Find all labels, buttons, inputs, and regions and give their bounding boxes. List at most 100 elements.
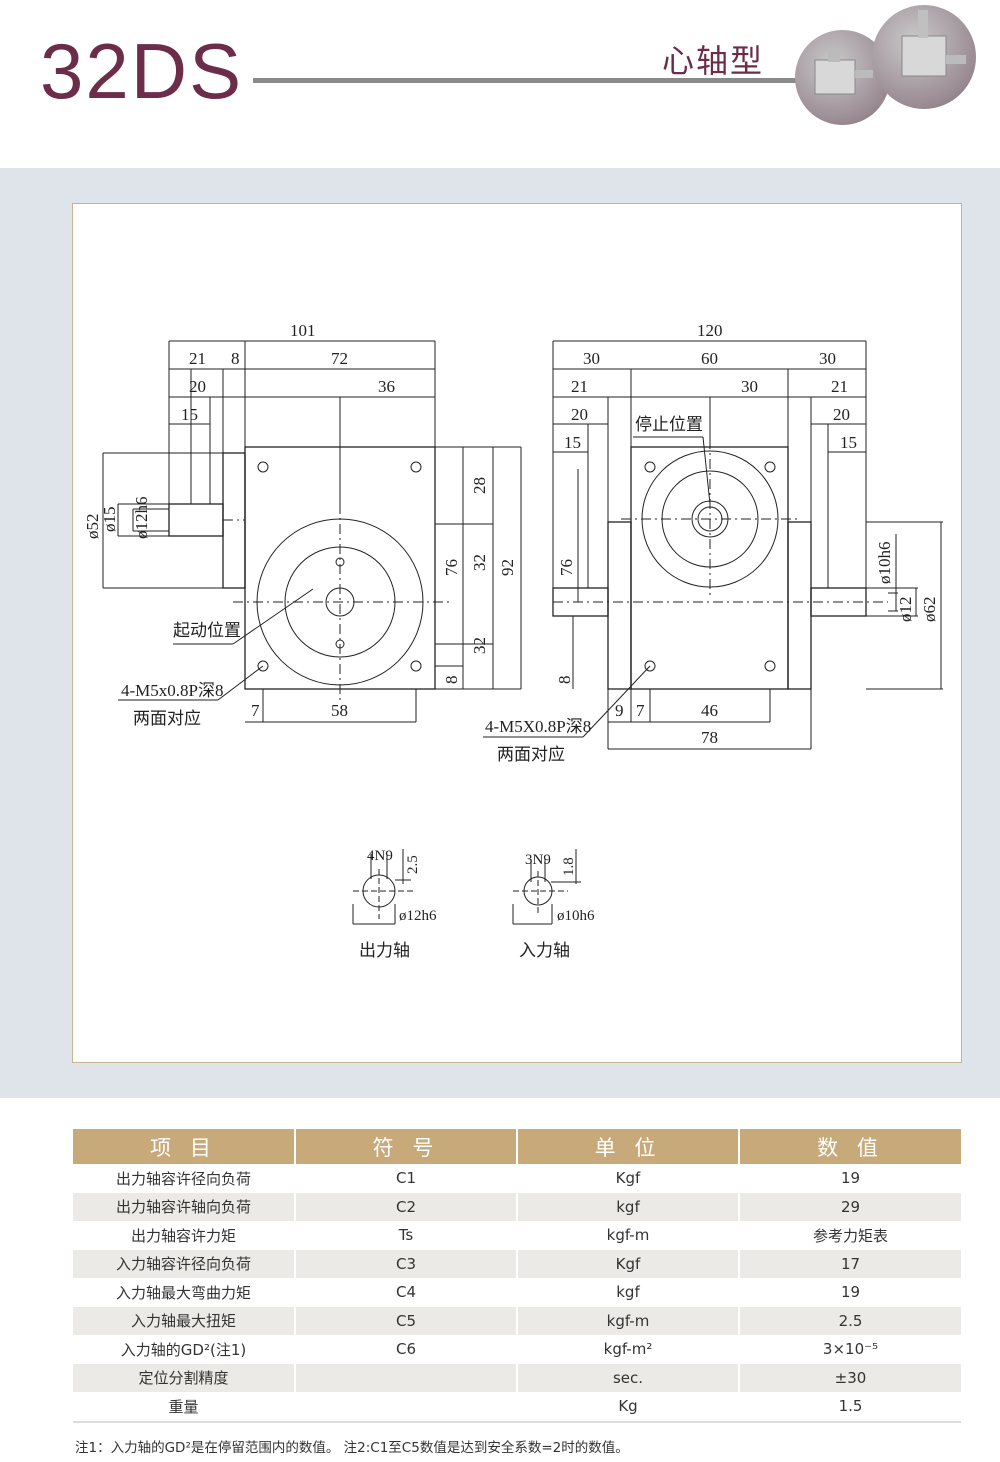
dim-36: 36 — [378, 377, 395, 396]
dim-30b: 30 — [819, 349, 836, 368]
cell-unit: Kgf — [516, 1164, 739, 1193]
dim-60: 60 — [701, 349, 718, 368]
dim-15a: 15 — [564, 433, 581, 452]
footnote: 注1：入力轴的GD²是在停留范围内的数值。 注2:C1至C5数值是达到安全系数=… — [75, 1440, 629, 1456]
cell-item: 入力轴容许径向负荷 — [73, 1249, 295, 1278]
dim-dia10h6: ø10h6 — [875, 542, 894, 585]
dim-21b: 21 — [831, 377, 848, 396]
cell-symbol: C3 — [294, 1249, 517, 1278]
cell-symbol — [294, 1363, 517, 1392]
dim-20a: 20 — [571, 405, 588, 424]
table-row: 出力轴容许径向负荷 C1 Kgf 19 — [73, 1164, 961, 1193]
cell-unit: sec. — [516, 1363, 739, 1392]
dim-21a: 21 — [571, 377, 588, 396]
table-row: 重量 Kg 1.5 — [73, 1392, 961, 1423]
cell-value: 19 — [738, 1164, 961, 1193]
cell-item: 入力轴最大扭矩 — [73, 1306, 295, 1335]
dim-32a: 32 — [470, 554, 489, 571]
table-row: 入力轴最大扭矩 C5 kgf-m 2.5 — [73, 1306, 961, 1335]
spec-table: 项 目 符 号 单 位 数 值 出力轴容许径向负荷 C1 Kgf 19 出力轴容… — [73, 1129, 961, 1423]
cell-value: 2.5 — [738, 1306, 961, 1335]
table-header-row: 项 目 符 号 单 位 数 值 — [73, 1129, 961, 1164]
dim-15b: 15 — [840, 433, 857, 452]
cell-item: 入力轴的GD²(注1) — [73, 1335, 295, 1364]
header-value: 数 值 — [738, 1129, 961, 1164]
dim-8: 8 — [231, 349, 240, 368]
dim-dia15: ø15 — [100, 507, 119, 533]
dim-dia12: ø12 — [896, 597, 915, 623]
start-position-label: 起动位置 — [173, 621, 241, 641]
dim-dia52: ø52 — [83, 514, 102, 540]
dim-76: 76 — [442, 559, 461, 576]
cell-unit: kgf-m — [516, 1306, 739, 1335]
cell-unit: Kgf — [516, 1249, 739, 1278]
header: 32DS 心轴型 — [0, 0, 1000, 168]
input-key-depth: 1.8 — [561, 857, 577, 876]
table-row: 定位分割精度 sec. ±30 — [73, 1363, 961, 1392]
table-row: 入力轴容许径向负荷 C3 Kgf 17 — [73, 1249, 961, 1278]
cell-symbol: C1 — [294, 1164, 517, 1193]
dim-8r: 8 — [555, 676, 574, 685]
output-key-label: 4N9 — [367, 848, 393, 864]
type-label: 心轴型 — [662, 42, 765, 80]
cell-unit: kgf — [516, 1278, 739, 1307]
stop-position-label: 停止位置 — [635, 415, 703, 435]
cell-symbol: C4 — [294, 1278, 517, 1307]
cell-symbol: C6 — [294, 1335, 517, 1364]
dim-7: 7 — [251, 701, 260, 720]
cell-symbol: Ts — [294, 1221, 517, 1250]
product-illustration — [814, 10, 966, 95]
technical-drawing: 101 21 8 72 20 36 15 ø52 ø15 ø12h6 28 76… — [83, 321, 943, 961]
dim-21: 21 — [189, 349, 206, 368]
output-shaft-dia: ø12h6 — [399, 908, 437, 924]
title-divider — [253, 78, 798, 83]
cell-unit: kgf-m — [516, 1221, 739, 1250]
dim-20b: 20 — [833, 405, 850, 424]
cell-unit: kgf — [516, 1192, 739, 1221]
left-holes-label: 4-M5x0.8P深8 — [121, 681, 223, 700]
dim-92: 92 — [498, 559, 517, 576]
dim-101: 101 — [290, 321, 316, 340]
cell-value: 19 — [738, 1278, 961, 1307]
dim-58: 58 — [331, 701, 348, 720]
dim-46: 46 — [701, 701, 718, 720]
right-holes-label: 4-M5X0.8P深8 — [485, 717, 591, 736]
input-shaft-dia: ø10h6 — [557, 908, 595, 924]
cell-value: 参考力矩表 — [738, 1221, 961, 1250]
dim-dia12h6: ø12h6 — [132, 497, 151, 540]
cell-item: 出力轴容许轴向负荷 — [73, 1192, 295, 1221]
header-unit: 单 位 — [516, 1129, 739, 1164]
table-row: 出力轴容许轴向负荷 C2 kgf 29 — [73, 1192, 961, 1221]
left-both-sides-label: 两面对应 — [133, 709, 201, 729]
dim-78: 78 — [701, 728, 718, 747]
output-shaft-label: 出力轴 — [359, 941, 410, 961]
model-title: 32DS — [40, 27, 244, 115]
dim-72: 72 — [331, 349, 348, 368]
cell-item: 出力轴容许径向负荷 — [73, 1164, 295, 1193]
cell-unit: Kg — [516, 1392, 739, 1423]
header-item: 项 目 — [73, 1129, 295, 1164]
cell-item: 重量 — [73, 1392, 295, 1423]
dim-dia62: ø62 — [920, 597, 939, 623]
dim-32b: 32 — [470, 637, 489, 654]
dim-28: 28 — [470, 477, 489, 494]
table-row: 入力轴的GD²(注1) C6 kgf-m² 3×10⁻⁵ — [73, 1335, 961, 1364]
cell-value: 3×10⁻⁵ — [738, 1335, 961, 1364]
dim-9: 9 — [615, 701, 624, 720]
cell-value: 1.5 — [738, 1392, 961, 1423]
cell-item: 入力轴最大弯曲力矩 — [73, 1278, 295, 1307]
right-both-sides-label: 两面对应 — [497, 745, 565, 765]
cell-symbol — [294, 1392, 517, 1423]
cell-value: 29 — [738, 1192, 961, 1221]
dim-120: 120 — [697, 321, 723, 340]
dim-30a: 30 — [583, 349, 600, 368]
cell-symbol: C5 — [294, 1306, 517, 1335]
dim-20: 20 — [189, 377, 206, 396]
table-row: 入力轴最大弯曲力矩 C4 kgf 19 — [73, 1278, 961, 1307]
cell-value: 17 — [738, 1249, 961, 1278]
dim-8b: 8 — [442, 676, 461, 685]
cell-item: 出力轴容许力矩 — [73, 1221, 295, 1250]
drawing-panel: 101 21 8 72 20 36 15 ø52 ø15 ø12h6 28 76… — [72, 203, 962, 1063]
cell-symbol: C2 — [294, 1192, 517, 1221]
dim-76r: 76 — [557, 559, 576, 576]
